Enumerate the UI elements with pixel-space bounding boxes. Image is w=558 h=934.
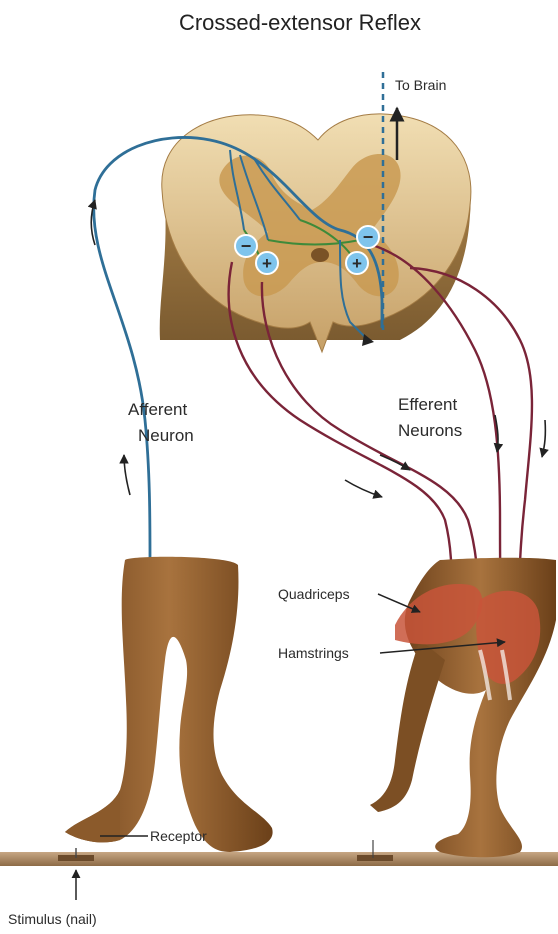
efferent-label-line2: Neurons [398, 421, 462, 440]
afferent-label-line1: Afferent [128, 400, 188, 419]
minus-sign: − [241, 236, 252, 256]
left-leg [65, 557, 273, 852]
to-brain-label: To Brain [395, 77, 446, 93]
spinal-cord-section [160, 114, 471, 352]
excitatory-synapse-left: + [256, 252, 278, 274]
hamstrings-label: Hamstrings [278, 645, 349, 661]
minus-sign: − [363, 227, 374, 247]
quadriceps-label: Quadriceps [278, 586, 350, 602]
excitatory-synapse-right: + [346, 252, 368, 274]
stimulus-label: Stimulus (nail) [8, 911, 97, 927]
plus-sign: + [262, 254, 272, 273]
afferent-label-line2: Neuron [138, 426, 194, 445]
receptor-label: Receptor [150, 828, 207, 844]
diagram-title: Crossed-extensor Reflex [179, 10, 421, 35]
inhibitory-synapse-right: − [357, 226, 379, 248]
plus-sign: + [352, 254, 362, 273]
inhibitory-synapse-left: − [235, 235, 257, 257]
efferent-label-line1: Efferent [398, 395, 458, 414]
